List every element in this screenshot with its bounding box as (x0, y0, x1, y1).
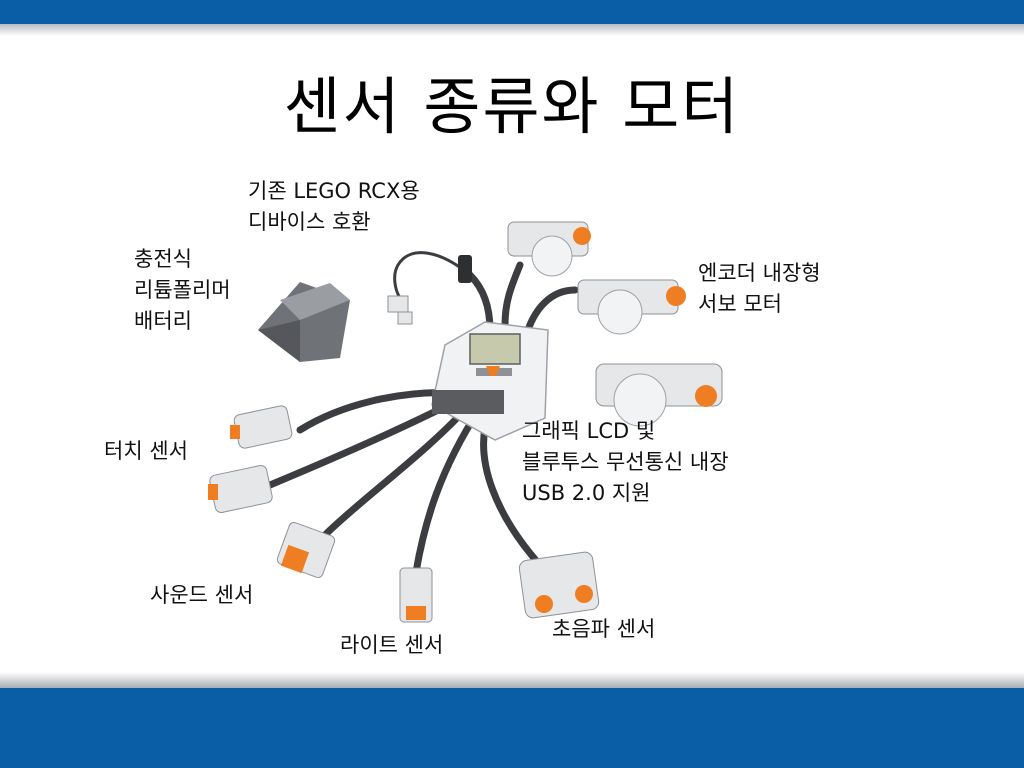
label-battery: 충전식 리튬폴리머 배터리 (134, 247, 231, 333)
legacy-ferrite (458, 255, 472, 283)
touch-sensor-1 (230, 405, 293, 449)
legacy-adapter-cable (393, 251, 471, 299)
battery-pack (258, 282, 350, 362)
label-ultrasonic-sensor: 초음파 센서 (552, 617, 656, 641)
motor-c (595, 363, 723, 427)
legacy-plug-1 (387, 295, 409, 313)
brick-orange-button (486, 366, 500, 376)
top-band (0, 0, 1024, 24)
legacy-plug-2 (397, 311, 413, 325)
motor-b (577, 279, 686, 335)
label-sound-sensor: 사운드 센서 (150, 583, 254, 607)
top-band-shadow (0, 24, 1024, 36)
brick-sensor-ports (432, 390, 504, 414)
bottom-band-shadow (0, 672, 1024, 688)
light-sensor (399, 567, 433, 623)
brick-lcd-screen (469, 333, 521, 365)
bottom-band (0, 688, 1024, 768)
touch-sensor-2 (208, 465, 273, 513)
cable-light (412, 404, 484, 576)
slide-title: 센서 종류와 모터 (283, 70, 741, 143)
cable-sound (321, 400, 474, 539)
label-light-sensor: 라이트 센서 (340, 633, 444, 657)
motor-a (507, 221, 591, 277)
label-servo-motor: 엔코더 내장형 서보 모터 (698, 261, 821, 316)
sound-sensor (276, 522, 336, 578)
nxt-brick (431, 321, 549, 441)
label-touch-sensor: 터치 센서 (104, 439, 188, 463)
label-brick-features: 그래픽 LCD 및 블루투스 무선통신 내장 USB 2.0 지원 (522, 419, 729, 505)
cable-motor-b (524, 286, 579, 334)
cable-motor-a (501, 261, 524, 329)
label-legacy-compat: 기존 LEGO RCX용 디바이스 호환 (248, 179, 420, 234)
ultrasonic-sensor (518, 551, 600, 619)
